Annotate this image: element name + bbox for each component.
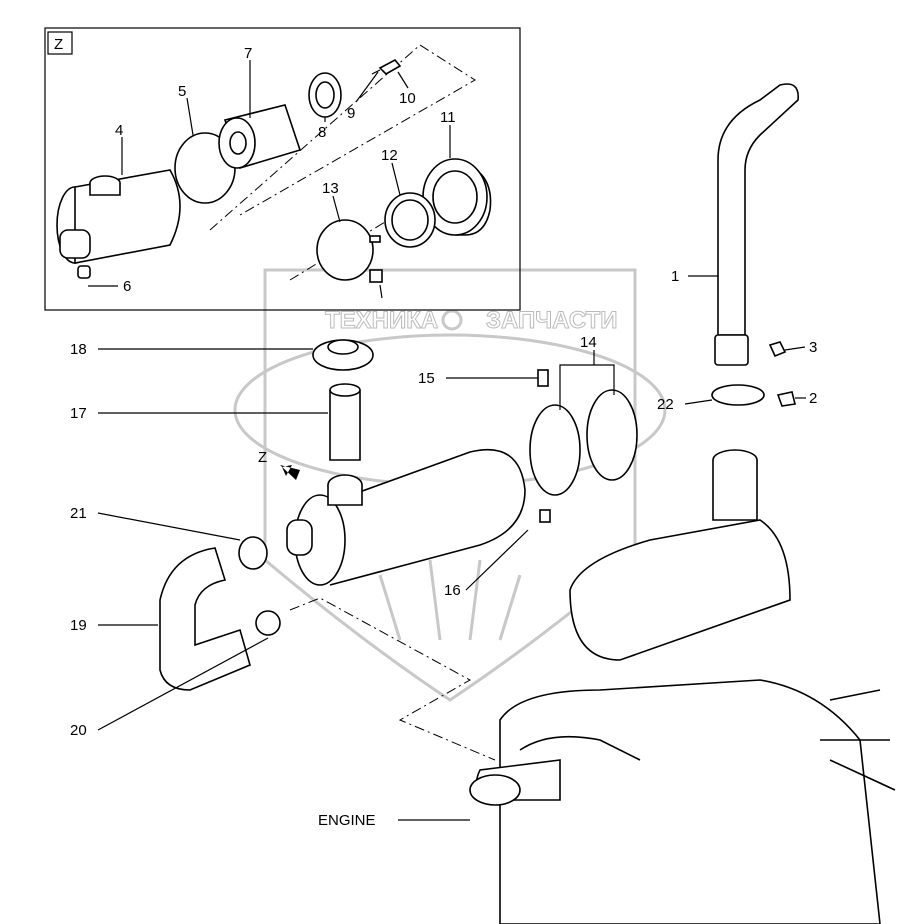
cover [422,158,492,236]
rain-cap [312,339,374,371]
air-cleaner-housing [56,169,181,279]
hose-clamp-upper [238,536,268,570]
callout-21: 21 [70,505,87,522]
gear-icon [441,309,463,331]
callout-12: 12 [381,147,398,164]
mounting-bands [529,369,638,523]
leader-lines [88,60,806,821]
callout-18: 18 [70,341,87,358]
callout-15: 15 [418,370,435,387]
callout-4: 4 [115,122,123,139]
muffler-air-cleaner [286,448,526,586]
callout-6: 6 [123,278,131,295]
view-z-label: Z [258,449,267,466]
callout-7: 7 [244,45,252,62]
callout-2: 2 [809,390,817,407]
ring [384,192,436,248]
detail-box-z [44,27,521,311]
callout-8: 8 [318,124,326,141]
detail-label: Z [54,36,63,53]
callout-14: 14 [580,334,597,351]
engine [469,449,896,924]
callout-11: 11 [440,109,456,126]
callout-22: 22 [657,396,674,413]
band-clamp [316,219,383,299]
callout-13: 13 [322,180,339,197]
callout-19: 19 [70,617,87,634]
hose [159,547,251,691]
callout-10: 10 [399,90,416,107]
exhaust-clamp [711,341,796,407]
callout-5: 5 [178,83,186,100]
watermark-text-right: ЗАПЧАСТИ [486,307,618,334]
callout-20: 20 [70,722,87,739]
callout-9: 9 [347,105,355,122]
engine-label: ENGINE [318,812,376,829]
callout-labels: 7 5 4 8 9 10 11 12 13 6 1 3 2 22 18 17 1… [70,45,817,829]
view-z-arrow-icon [280,465,300,480]
detail-label-box [47,31,73,55]
exhaust-pipe [714,83,799,366]
callout-3: 3 [809,339,817,356]
callout-17: 17 [70,405,87,422]
watermark-text-left: ТЕХНИКА [325,307,438,334]
callout-16: 16 [444,582,461,599]
safety-filter-element [308,72,342,118]
watermark: ТЕХНИКА ЗАПЧАСТИ [233,268,667,702]
hose-clamp-lower [255,610,281,636]
inlet-tube [329,383,361,461]
wing-nut [371,58,402,75]
callout-1: 1 [671,268,679,285]
primary-filter-element [218,104,302,169]
